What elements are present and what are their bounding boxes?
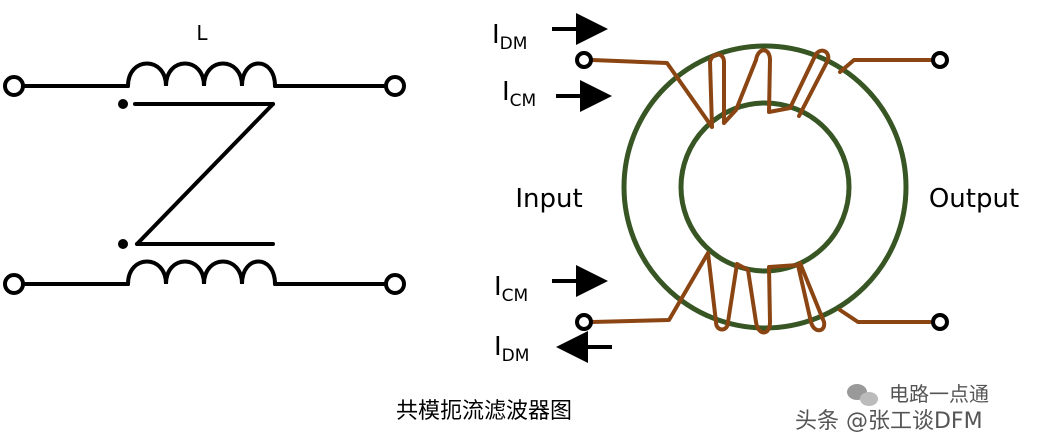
choke-schematic: [3, 61, 406, 295]
input-top-terminal: [575, 51, 593, 69]
output-top-terminal: [931, 51, 949, 69]
output-label: Output: [929, 184, 1019, 214]
inductor-label: L: [196, 21, 208, 45]
toroid-inner-ring: [678, 100, 852, 274]
bottom-inductor-coil: [126, 259, 277, 286]
bottom-winding: [590, 251, 932, 335]
top-polarity-dot: [118, 99, 128, 109]
core-diagonal: [135, 102, 275, 246]
bottom-left-terminal: [3, 273, 25, 295]
wechat-icon: [847, 384, 878, 406]
top-winding: [590, 48, 932, 129]
top-left-terminal: [3, 75, 25, 97]
bottom-polarity-dot: [118, 239, 128, 249]
toroid-outer-ring: [621, 43, 909, 331]
output-bottom-terminal: [931, 313, 949, 331]
wechat-watermark: 电路一点通: [847, 382, 989, 406]
icm-bottom-label: ICM: [494, 272, 528, 306]
windings: [590, 48, 932, 335]
toroid-core: [621, 43, 909, 331]
icm-top-label: ICM: [502, 77, 536, 111]
top-right-terminal: [384, 75, 406, 97]
top-inductor-coil: [126, 61, 277, 88]
idm-bottom-label: IDM: [494, 332, 529, 366]
wechat-account-name: 电路一点通: [889, 382, 989, 406]
toutiao-watermark: 头条 @张工谈DFM: [795, 409, 983, 434]
input-bottom-terminal: [575, 313, 593, 331]
input-label: Input: [515, 184, 582, 214]
bottom-right-terminal: [384, 273, 406, 295]
idm-top-label: IDM: [492, 20, 527, 54]
figure-caption: 共模扼流滤波器图: [396, 399, 572, 424]
